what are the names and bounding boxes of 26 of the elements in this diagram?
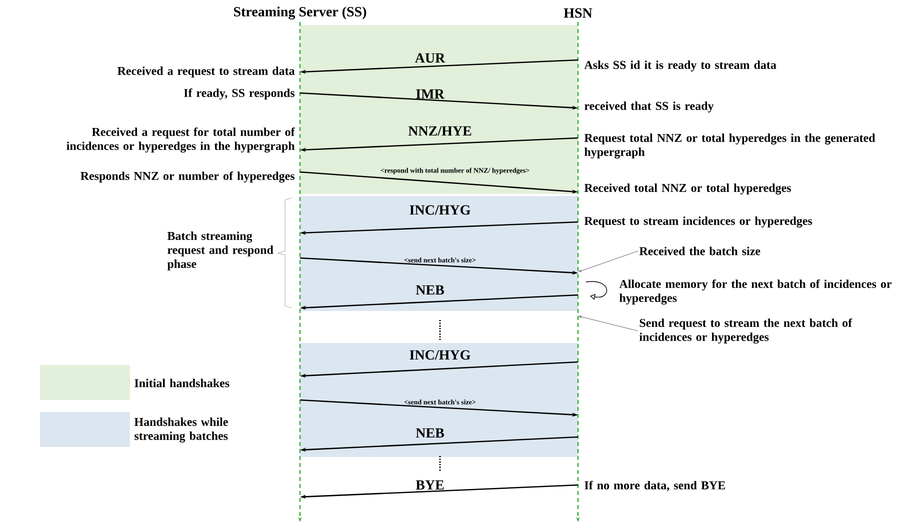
- annotation-text: If ready, SS responds: [184, 88, 294, 100]
- annotation-text: Received the batch size: [639, 246, 760, 256]
- message-label: IMR: [416, 89, 445, 99]
- lifeline-header: Streaming Server (SS): [234, 6, 366, 20]
- legend-label: Handshakes while streaming batches: [134, 418, 228, 442]
- annotation-text: Responds NNZ or number of hyperedges: [80, 171, 294, 183]
- annotation-text: Received a request for total number of incidences or hyperedges in the hypergraph: [66, 127, 295, 153]
- message-label: NEB: [416, 428, 444, 438]
- message-label: AUR: [414, 53, 446, 63]
- message-label: INC/HYG: [410, 205, 470, 215]
- message-label: NNZ/HYE: [408, 126, 472, 136]
- annotation-text: Asks SS id it is ready to stream data: [584, 60, 776, 72]
- annotation-text: Received a request to stream data: [118, 66, 295, 78]
- annotation-text: Request total NNZ or total hyperedges in the generated hypergraph: [584, 134, 876, 158]
- annotation-text: If no more data, send BYE: [584, 480, 726, 492]
- message-label: NEB: [416, 285, 444, 295]
- message-label: INC/HYG: [410, 350, 470, 360]
- annotation-text: Send request to stream the next batch of incidences or hyperedges: [639, 318, 852, 344]
- annotation-text: Request to stream incidences or hyperedges: [584, 216, 812, 228]
- legend-label: Initial handshakes: [134, 378, 230, 388]
- message-label: BYE: [416, 480, 444, 490]
- lifeline-header: HSN: [564, 8, 592, 18]
- annotation-text: Received total NNZ or total hyperedges: [584, 184, 791, 194]
- annotation-text: Allocate memory for the next batch of incidences or hyperedges: [619, 279, 892, 305]
- phase-label: Batch streaming request and respond phase: [167, 232, 274, 270]
- annotation-text: received that SS is ready: [584, 102, 714, 112]
